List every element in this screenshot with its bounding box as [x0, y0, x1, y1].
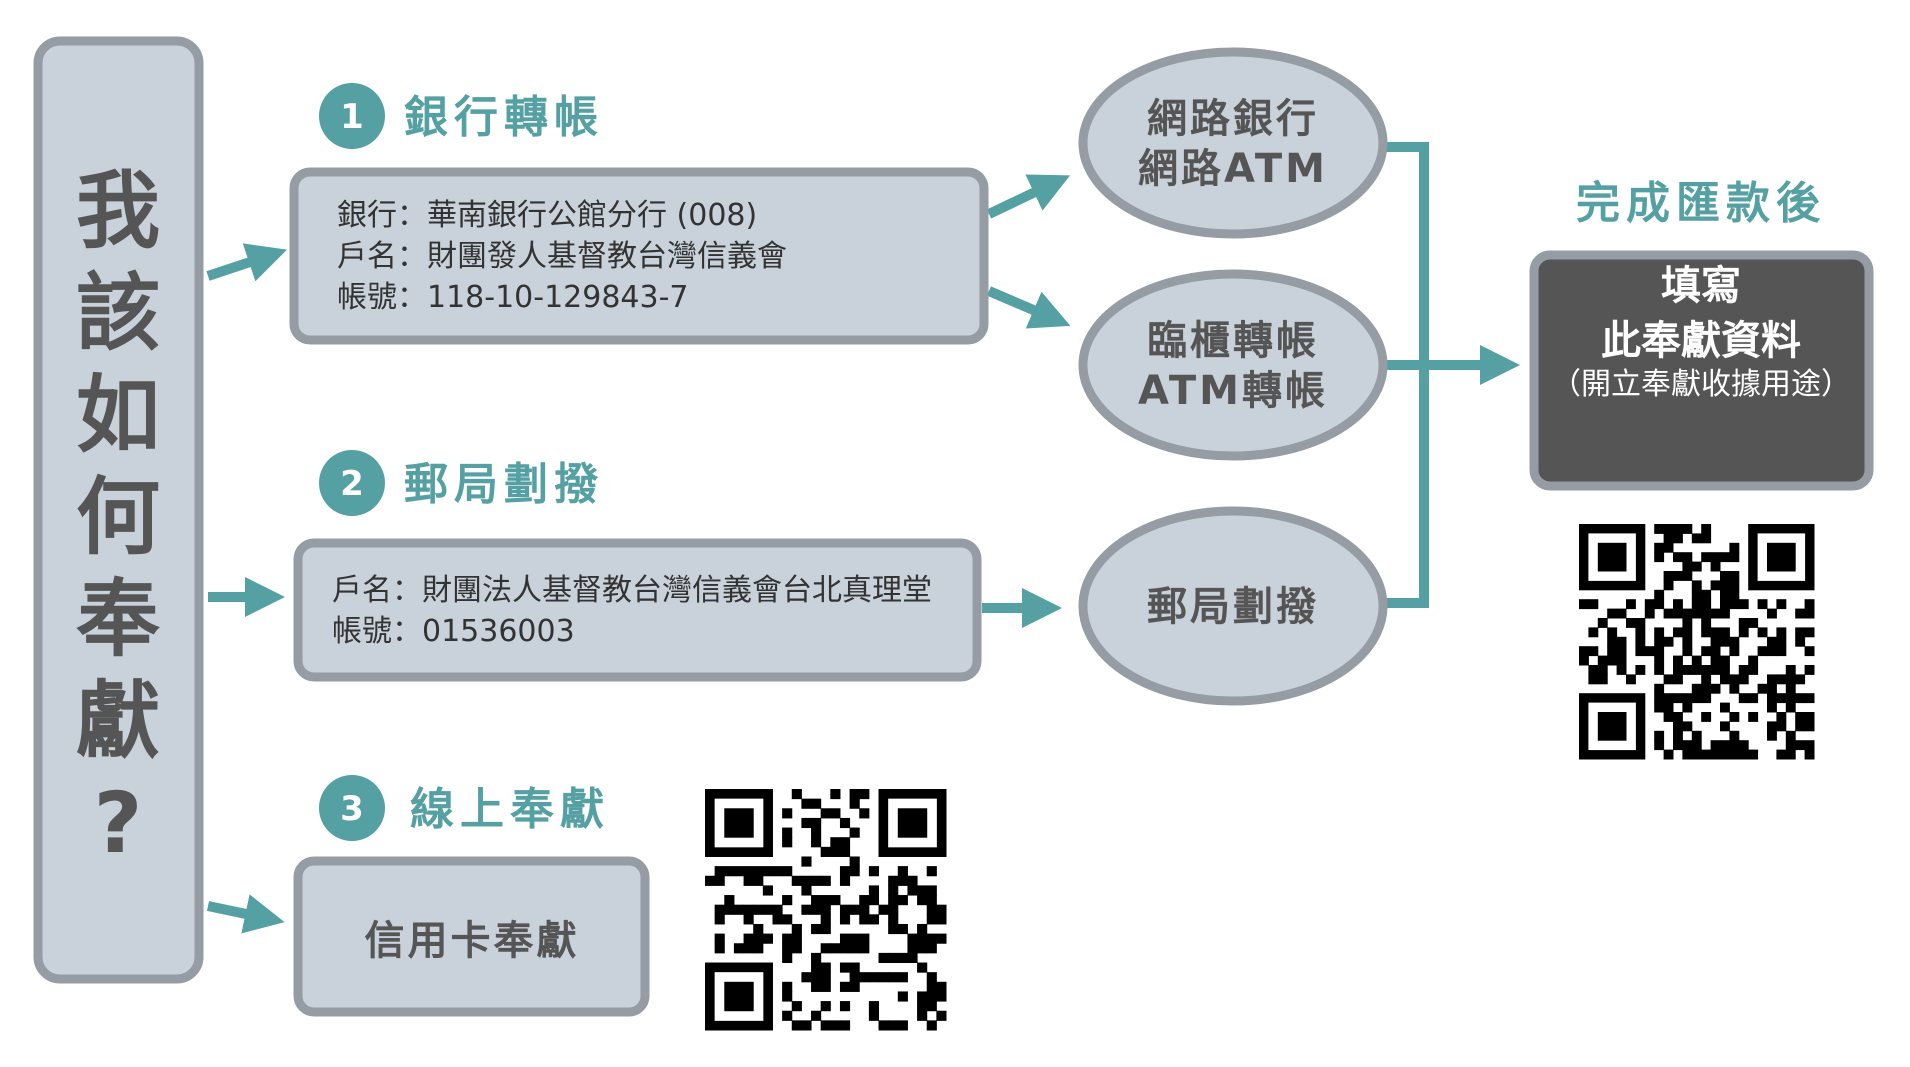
arrows — [206, 142, 1520, 934]
title-char: 該 — [76, 264, 160, 362]
arrow — [986, 174, 1071, 219]
channel-postal: 郵局劃撥 — [1078, 506, 1388, 706]
donation-form-qr-code[interactable] — [1579, 524, 1815, 760]
channel-counter-atm: 臨櫃轉帳 ATM轉帳 — [1078, 269, 1388, 461]
title-char: 何 — [76, 468, 160, 566]
step-number-circle — [319, 775, 385, 841]
step-number: 1 — [340, 97, 364, 137]
arrow — [206, 243, 287, 282]
channel-label: 網路銀行 — [1147, 96, 1319, 142]
arrow — [206, 894, 285, 934]
channel-label: 郵局劃撥 — [1147, 584, 1319, 630]
method-heading: 郵局劃撥 — [404, 459, 604, 510]
info-line: 帳號：01536003 — [332, 614, 575, 649]
after-remittance: 完成匯款後 填寫 此奉獻資料 （開立奉獻收據用途） — [1529, 178, 1874, 760]
step-number: 3 — [340, 789, 364, 829]
method-postal-transfer: 2 郵局劃撥 戶名：財團法人基督教台灣信義會台北真理堂 帳號：01536003 — [293, 450, 982, 682]
credit-card-donation-button[interactable]: 信用卡奉獻 — [293, 856, 650, 1017]
method-bank-transfer: 1 銀行轉帳 銀行：華南銀行公館分行 (008) 戶名：財團發人基督教台灣信義會… — [289, 83, 989, 345]
form-sublabel: （開立奉獻收據用途） — [1551, 367, 1851, 402]
step-number-circle — [319, 83, 385, 149]
channel-label: 網路ATM — [1138, 146, 1328, 192]
channel-label: ATM轉帳 — [1138, 368, 1328, 414]
title-char: 奉 — [76, 570, 160, 668]
after-heading: 完成匯款後 — [1576, 178, 1826, 229]
info-line: 銀行：華南銀行公館分行 (008) — [337, 198, 757, 233]
channel-online-bank: 網路銀行 網路ATM — [1078, 47, 1388, 239]
step-number-circle — [319, 450, 385, 516]
title-char: 獻 — [76, 672, 160, 770]
info-line: 戶名：財團發人基督教台灣信義會 — [337, 239, 787, 274]
title-char: 我 — [76, 162, 160, 260]
info-line: 帳號：118-10-129843-7 — [337, 280, 689, 315]
method-heading: 銀行轉帳 — [404, 92, 604, 143]
title-char: 如 — [76, 366, 160, 464]
online-donation-qr-code[interactable] — [705, 789, 947, 1031]
method-online: 3 線上奉獻 信用卡奉獻 — [293, 775, 947, 1031]
step-number: 2 — [340, 464, 364, 504]
fill-donation-form-button[interactable]: 填寫 此奉獻資料 （開立奉獻收據用途） — [1529, 250, 1874, 491]
title-char: ? — [94, 774, 143, 872]
title-panel: 我 該 如 何 奉 獻 ? — [33, 36, 204, 984]
form-label: 填寫 — [1661, 263, 1741, 309]
method-heading: 線上奉獻 — [410, 784, 610, 835]
connector — [1378, 142, 1429, 608]
arrow — [987, 286, 1071, 329]
channel-label: 臨櫃轉帳 — [1147, 318, 1319, 364]
form-label: 此奉獻資料 — [1601, 318, 1801, 364]
credit-card-label: 信用卡奉獻 — [365, 918, 580, 964]
info-line: 戶名：財團法人基督教台灣信義會台北真理堂 — [332, 573, 932, 608]
